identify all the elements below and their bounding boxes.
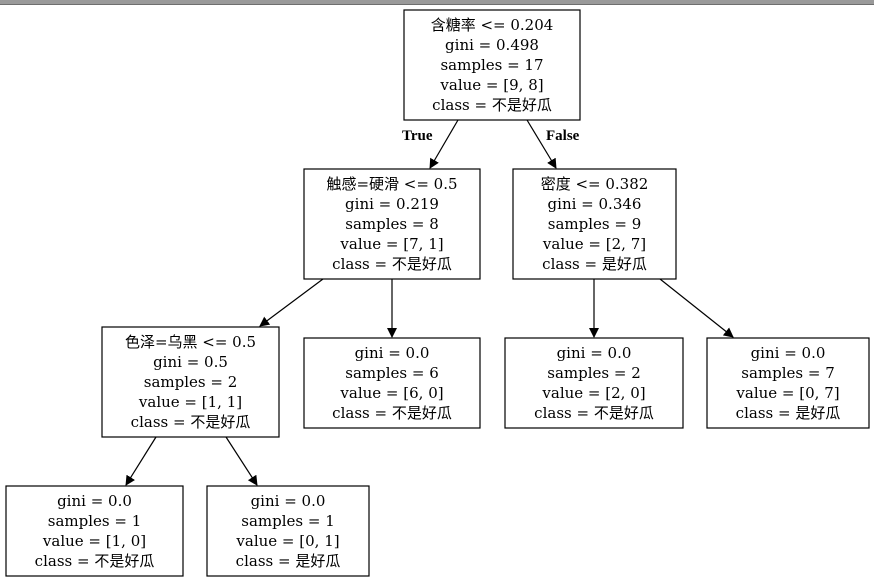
node-line: value = [0, 1] [235,532,339,550]
node-line: 色泽=乌黑 <= 0.5 [125,333,256,351]
node-line: value = [9, 8] [439,76,543,94]
node-line: samples = 6 [345,364,439,382]
node-box [303,168,481,280]
tree-node-n5: gini = 0.0 samples = 2 value = [2, 0] class… [504,337,684,429]
node-line: samples = 7 [741,364,835,382]
node-line: samples = 17 [440,56,543,74]
node-line: value = [6, 0] [339,384,443,402]
node-line: gini = 0.0 [251,492,326,510]
node-line: samples = 2 [547,364,641,382]
node-line: 触感=硬滑 <= 0.5 [326,175,457,193]
node-line: class = 是好瓜 [236,552,341,570]
node-line: class = 不是好瓜 [131,413,251,431]
node-line: value = [1, 1] [138,393,242,411]
node-line: class = 不是好瓜 [432,96,552,114]
node-line: value = [0, 7] [735,384,839,402]
node-line: samples = 2 [144,373,238,391]
tree-node-n4: gini = 0.0 samples = 6 value = [6, 0] class… [303,337,481,429]
node-line: samples = 9 [548,215,642,233]
edge-label-true: True [402,128,433,144]
node-line: gini = 0.0 [557,344,632,362]
node-box [512,168,677,280]
node-line: gini = 0.0 [751,344,826,362]
node-line: value = [2, 7] [542,235,646,253]
tree-node-n2: 密度 <= 0.382 gini = 0.346 samples = 9 value … [512,168,677,280]
node-line: class = 不是好瓜 [35,552,155,570]
node-line: class = 不是好瓜 [534,404,654,422]
node-line: gini = 0.5 [153,353,228,371]
tree-node-n8: gini = 0.0 samples = 1 value = [0, 1] class… [206,485,370,577]
node-box [101,326,280,438]
node-line: gini = 0.0 [57,492,132,510]
edges-layer: True False [125,119,734,486]
edge-n0-n2 [526,119,557,169]
tree-node-n1: 触感=硬滑 <= 0.5 gini = 0.219 samples = 8 value… [303,168,481,280]
edge-n3-n7 [125,436,157,486]
node-line: 含糖率 <= 0.204 [431,16,554,34]
node-box [706,337,870,429]
node-line: class = 是好瓜 [736,404,841,422]
node-line: gini = 0.0 [355,344,430,362]
edge-label-false: False [546,128,580,144]
node-box [5,485,184,577]
node-line: value = [7, 1] [339,235,443,253]
tree-node-n3: 色泽=乌黑 <= 0.5 gini = 0.5 samples = 2 value =… [101,326,280,438]
edge-n3-n8 [225,436,258,486]
node-line: samples = 8 [345,215,439,233]
node-line: gini = 0.346 [548,195,642,213]
node-line: class = 不是好瓜 [332,404,452,422]
tree-node-n0: 含糖率 <= 0.204 gini = 0.498 samples = 17 valu… [403,9,581,121]
edge-n0-n1 [429,119,459,169]
node-line: samples = 1 [241,512,335,530]
edge-n2-n6 [659,278,734,338]
node-line: gini = 0.219 [345,195,439,213]
node-box [206,485,370,577]
node-box [303,337,481,429]
edge-n1-n3 [259,278,324,327]
tree-node-n6: gini = 0.0 samples = 7 value = [0, 7] class… [706,337,870,429]
node-box [403,9,581,121]
node-line: samples = 1 [48,512,142,530]
node-line: class = 不是好瓜 [332,255,452,273]
nodes-layer: 含糖率 <= 0.204 gini = 0.498 samples = 17 valu… [5,9,870,577]
node-box [504,337,684,429]
node-line: class = 是好瓜 [542,255,647,273]
node-line: 密度 <= 0.382 [541,175,649,193]
tree-node-n7: gini = 0.0 samples = 1 value = [1, 0] class… [5,485,184,577]
node-line: value = [1, 0] [42,532,146,550]
node-line: gini = 0.498 [445,36,539,54]
node-line: value = [2, 0] [541,384,645,402]
window-top-border [0,0,874,5]
